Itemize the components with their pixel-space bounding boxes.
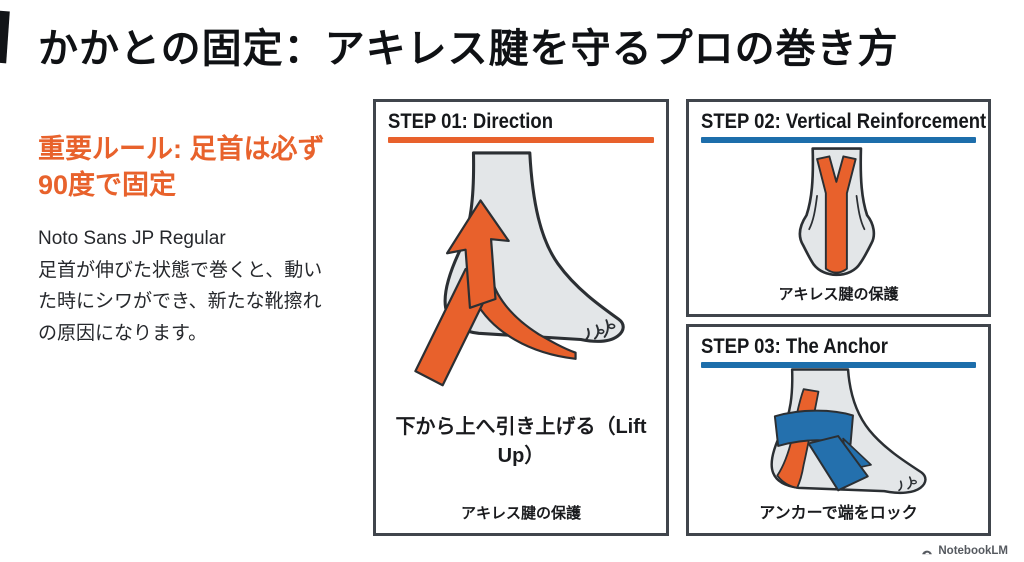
key-rule-body-line3: の原因になります。 bbox=[38, 322, 208, 344]
key-rule-panel: 重要ルール: 足首は必ず 90度で固定 Noto Sans JP Regular… bbox=[38, 132, 368, 349]
step3-anchor-illustration bbox=[769, 368, 927, 494]
watermark: NotebookLM bbox=[921, 545, 1008, 557]
step2-title: STEP 02: Vertical Reinforcement bbox=[701, 110, 987, 133]
step2-illustration-area bbox=[701, 143, 976, 283]
vertical-tape bbox=[815, 155, 857, 274]
calf-lines bbox=[807, 195, 865, 231]
step1-title: STEP 01: Direction bbox=[388, 110, 554, 133]
key-rule-body-line2: た時にシワができ、新たな靴擦れ bbox=[38, 291, 322, 313]
step2-heel-back-illustration bbox=[798, 147, 875, 277]
step3-illustration-area bbox=[701, 368, 976, 499]
key-rule-body: 足首が伸びた状態で巻くと、動い た時にシワができ、新たな靴擦れ の原因になります… bbox=[38, 255, 368, 350]
step3-title: STEP 03: The Anchor bbox=[701, 335, 888, 358]
toe-lines bbox=[897, 475, 912, 491]
step2-subcaption: アキレス腱の保護 bbox=[778, 286, 899, 303]
step1-accent-rule bbox=[388, 137, 654, 143]
notebooklm-logo-icon bbox=[922, 550, 933, 555]
step3-subcaption: アンカーで端をロック bbox=[759, 505, 918, 522]
lift-up-arrow bbox=[445, 198, 510, 309]
key-rule-body-line1: 足首が伸びた状態で巻くと、動い bbox=[38, 259, 323, 281]
step2-card: STEP 02: Vertical Reinforcement アキレス腱の保護 bbox=[686, 99, 991, 317]
page-title: かかとの固定：アキレス腱を守るプロの巻き方 bbox=[38, 27, 899, 71]
font-note: Noto Sans JP Regular bbox=[38, 228, 226, 250]
toenail-2 bbox=[597, 328, 605, 334]
key-rule-heading: 重要ルール: 足首は必ず 90度で固定 bbox=[38, 132, 368, 203]
step1-caption: 下から上へ引き上げる（Lift Up） bbox=[395, 416, 647, 467]
key-rule-heading-line1: 重要ルール: 足首は必ず bbox=[38, 134, 325, 164]
toenail bbox=[910, 479, 917, 484]
diagonal-tape bbox=[807, 434, 869, 491]
step1-foot-lift-illustration bbox=[414, 150, 625, 386]
step1-card: STEP 01: Direction 下から上へ引き上げる（Lift Up） ア… bbox=[373, 99, 669, 536]
toenail-1 bbox=[607, 322, 616, 329]
key-rule-heading-line2: 90度で固定 bbox=[38, 169, 177, 200]
step3-card: STEP 03: The Anchor アンカーで端をロック bbox=[686, 324, 991, 536]
slide-edge-artifact bbox=[0, 10, 10, 64]
watermark-label: NotebookLM bbox=[938, 545, 1008, 557]
step1-illustration-area bbox=[388, 143, 654, 410]
step3-accent-rule bbox=[701, 362, 976, 368]
step2-accent-rule bbox=[701, 137, 976, 143]
step1-subcaption: アキレス腱の保護 bbox=[460, 505, 581, 522]
